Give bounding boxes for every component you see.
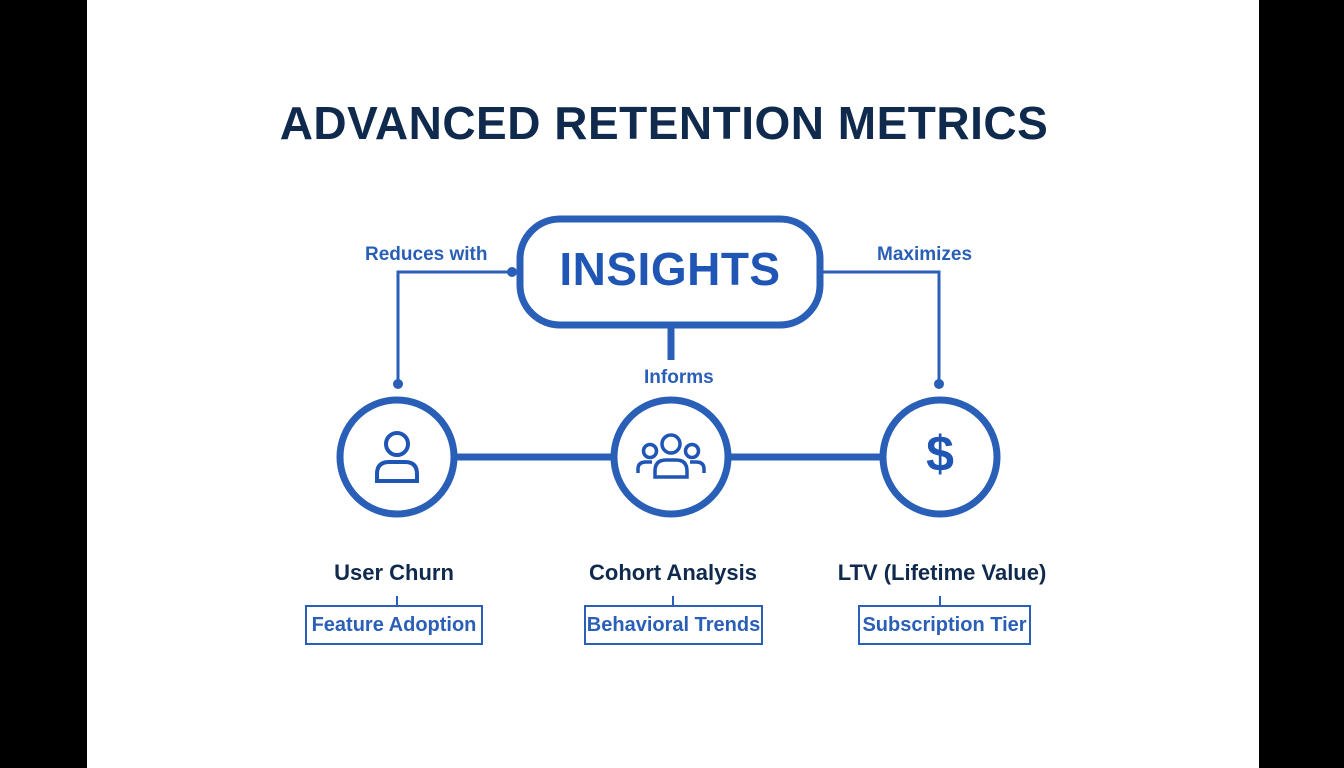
tag-feature-adoption: Feature Adoption xyxy=(305,605,483,645)
tag-subscription-tier: Subscription Tier xyxy=(858,605,1031,645)
node-circle-cohort-analysis xyxy=(610,396,732,518)
node-name-cohort-analysis: Cohort Analysis xyxy=(589,560,757,585)
edge-label-reduces: Reduces with xyxy=(365,244,488,265)
edge-label-informs: Informs xyxy=(644,367,714,388)
left-connector-dot-top xyxy=(507,267,517,277)
node-circle-ltv xyxy=(879,396,1001,518)
group-icon xyxy=(636,433,706,479)
page-title: ADVANCED RETENTION METRICS xyxy=(279,97,1049,149)
user-icon xyxy=(375,431,419,483)
hub-label: INSIGHTS xyxy=(559,243,781,295)
left-connector xyxy=(396,270,512,384)
right-connector-dot-bottom xyxy=(934,379,944,389)
left-connector-dot-bottom xyxy=(393,379,403,389)
tag-behavioral-trends: Behavioral Trends xyxy=(584,605,763,645)
node-name-user-churn: User Churn xyxy=(334,560,454,585)
node-name-ltv: LTV (Lifetime Value) xyxy=(837,560,1047,585)
dollar-icon: $ xyxy=(926,426,954,482)
edge-label-maximizes: Maximizes xyxy=(877,244,973,265)
right-connector xyxy=(820,270,941,384)
